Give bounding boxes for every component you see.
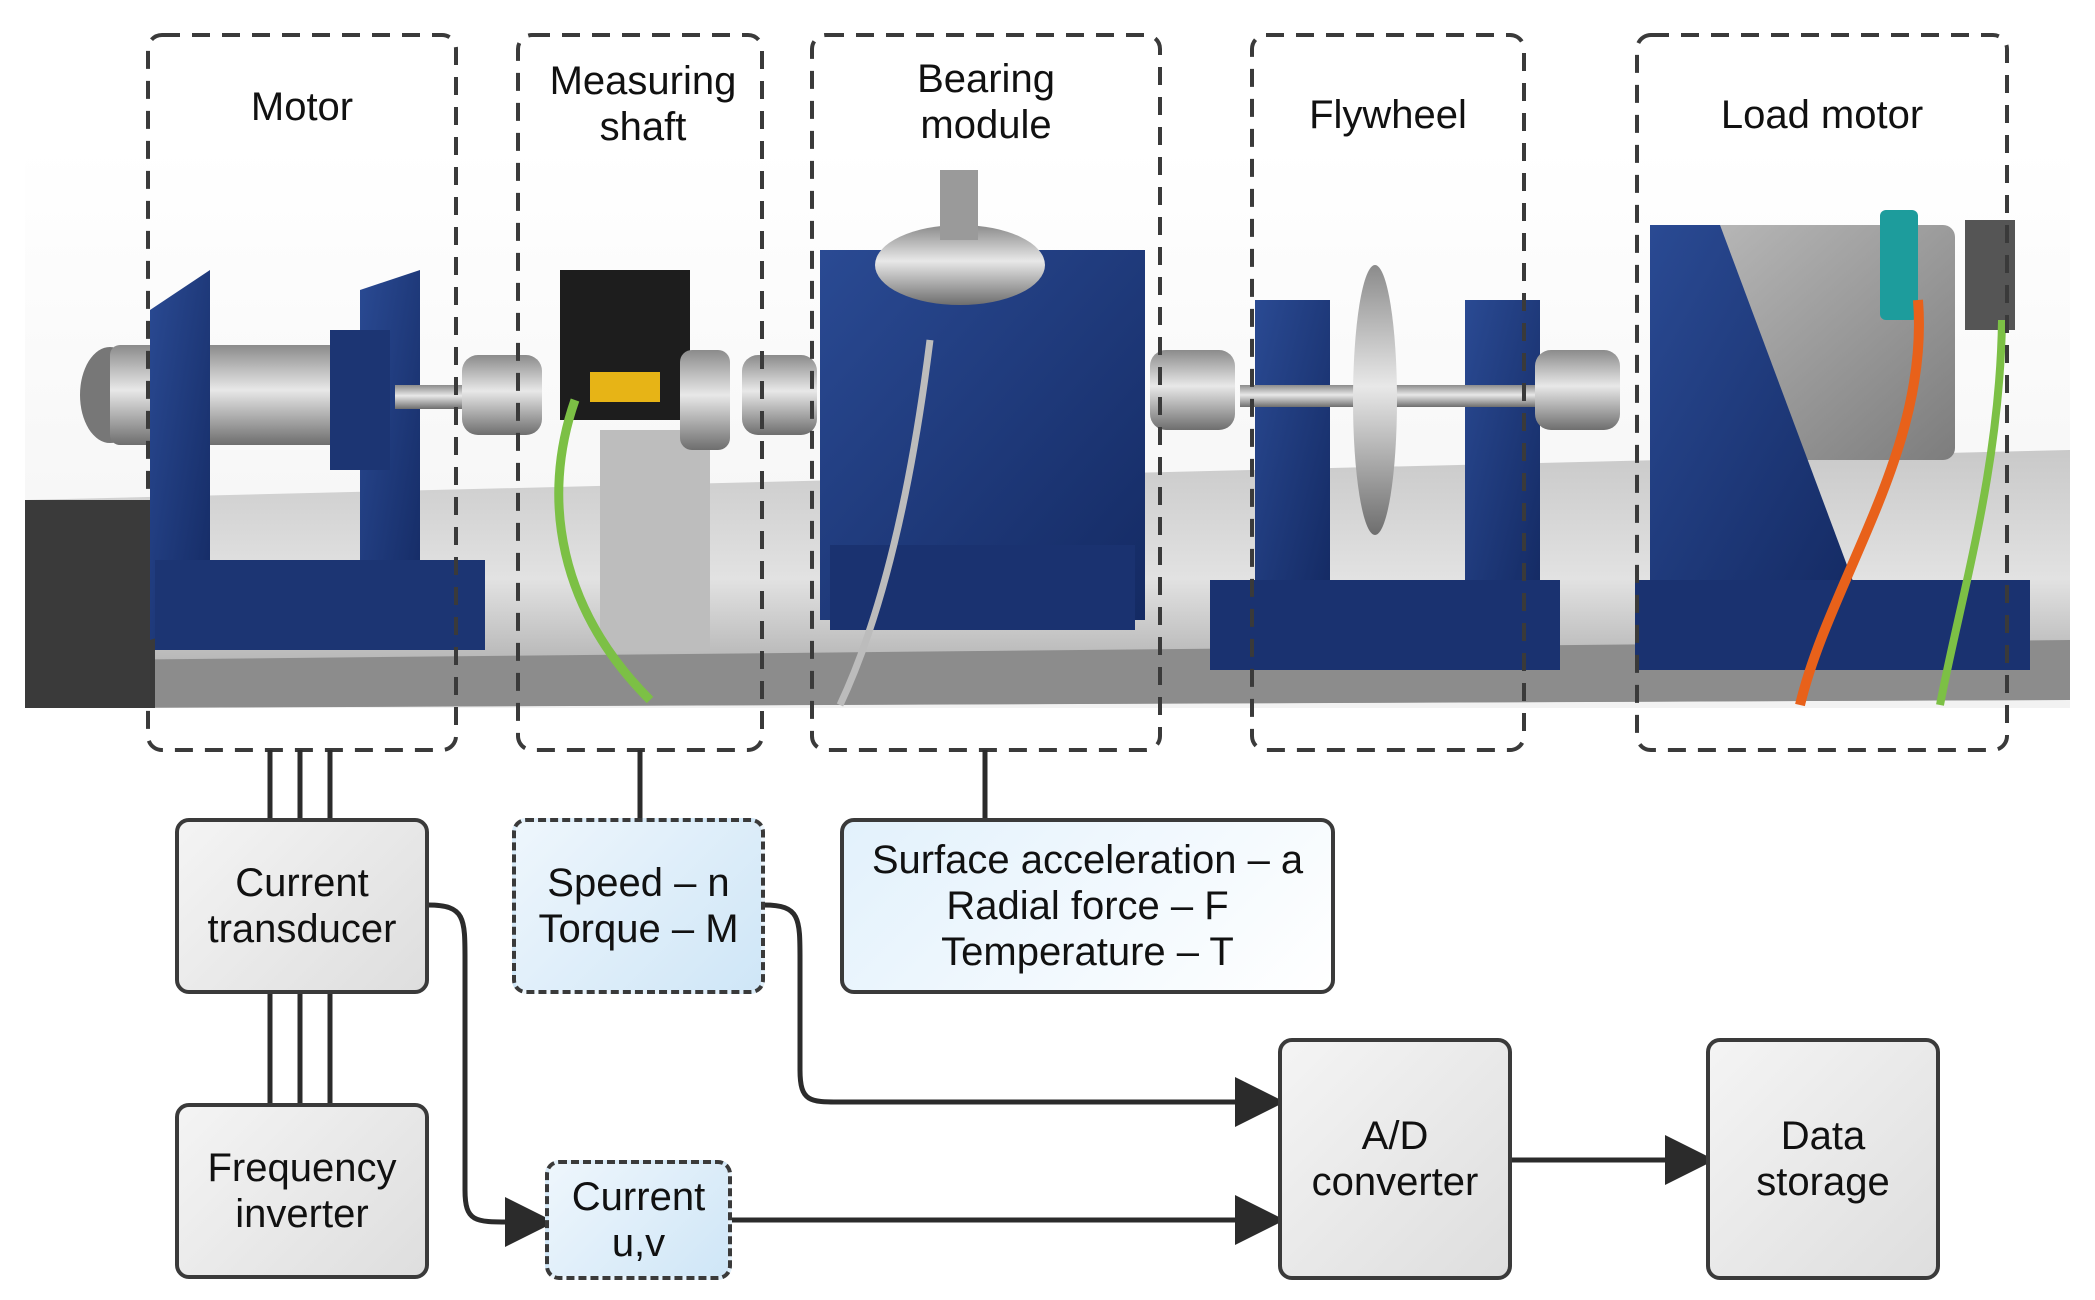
rail-left (25, 500, 155, 708)
module-label-measuring-shaft-line-1: Measuring (549, 59, 737, 103)
module-label-flywheel-line-1: Flywheel (1309, 93, 1467, 137)
current-uv-box: Current u,v (545, 1160, 732, 1280)
load-motor-frame (1635, 33, 2009, 752)
bearing-signals-box: Surface acceleration – a Radial force – … (840, 818, 1335, 994)
frequency-inverter-line-2: inverter (235, 1192, 369, 1236)
module-label-motor-line-1: Motor (250, 85, 354, 129)
current-transducer-box: Current transducer (175, 818, 429, 994)
current-transducer-line-1: Current (235, 861, 369, 905)
module-label-load-motor-line-1: Load motor (1720, 93, 1924, 137)
module-label-bearing-module-line-2: module (920, 103, 1052, 147)
bearing-signals-line-3: Temperature – T (941, 930, 1234, 974)
transducer-to-current-arrow (427, 902, 555, 1247)
base-plate-front (90, 640, 2070, 708)
speed-torque-line-1: Speed – n (547, 861, 730, 905)
speed-torque-line-2: Torque – M (538, 907, 739, 951)
current-transducer-line-2: transducer (207, 907, 397, 951)
module-label-motor: Motor (148, 84, 456, 130)
motor-photo (80, 270, 485, 650)
flywheel-photo (1210, 265, 1570, 670)
current-uv-line-1: Current (571, 1175, 706, 1219)
module-label-measuring-shaft: Measuring shaft (518, 58, 768, 150)
bearing-signals-line-1: Surface acceleration – a (871, 838, 1304, 882)
module-label-load-motor: Load motor (1637, 92, 2007, 138)
bearing-signals-line-2: Radial force – F (946, 884, 1229, 928)
ad-converter-line-1: A/D (1361, 1114, 1429, 1158)
coupling-1 (462, 355, 542, 435)
data-storage-line-2: storage (1756, 1160, 1890, 1204)
module-label-measuring-shaft-line-2: shaft (599, 105, 687, 149)
frequency-inverter-box: Frequency inverter (175, 1103, 429, 1279)
speed-torque-box: Speed – n Torque – M (512, 818, 765, 994)
module-label-bearing-module: Bearing module (812, 56, 1160, 148)
speed-torque-to-adc-arrow (763, 902, 1285, 1127)
bearing-module-photo (820, 170, 1145, 707)
current-uv-line-2: u,v (611, 1221, 666, 1265)
data-storage-line-1: Data (1780, 1114, 1866, 1158)
coupling-3 (1150, 350, 1235, 430)
motor-frame (146, 33, 458, 752)
module-label-bearing-module-line-1: Bearing (917, 57, 1055, 101)
flywheel-frame (1250, 33, 1526, 752)
coupling-4 (1535, 350, 1620, 430)
measuring-shaft-photo (554, 270, 730, 704)
frequency-inverter-line-1: Frequency (207, 1146, 397, 1190)
load-motor-photo (1635, 210, 2030, 707)
ad-converter-box: A/D converter (1278, 1038, 1512, 1280)
module-label-flywheel: Flywheel (1252, 92, 1524, 138)
ad-converter-line-2: converter (1311, 1160, 1479, 1204)
data-storage-box: Data storage (1706, 1038, 1940, 1280)
